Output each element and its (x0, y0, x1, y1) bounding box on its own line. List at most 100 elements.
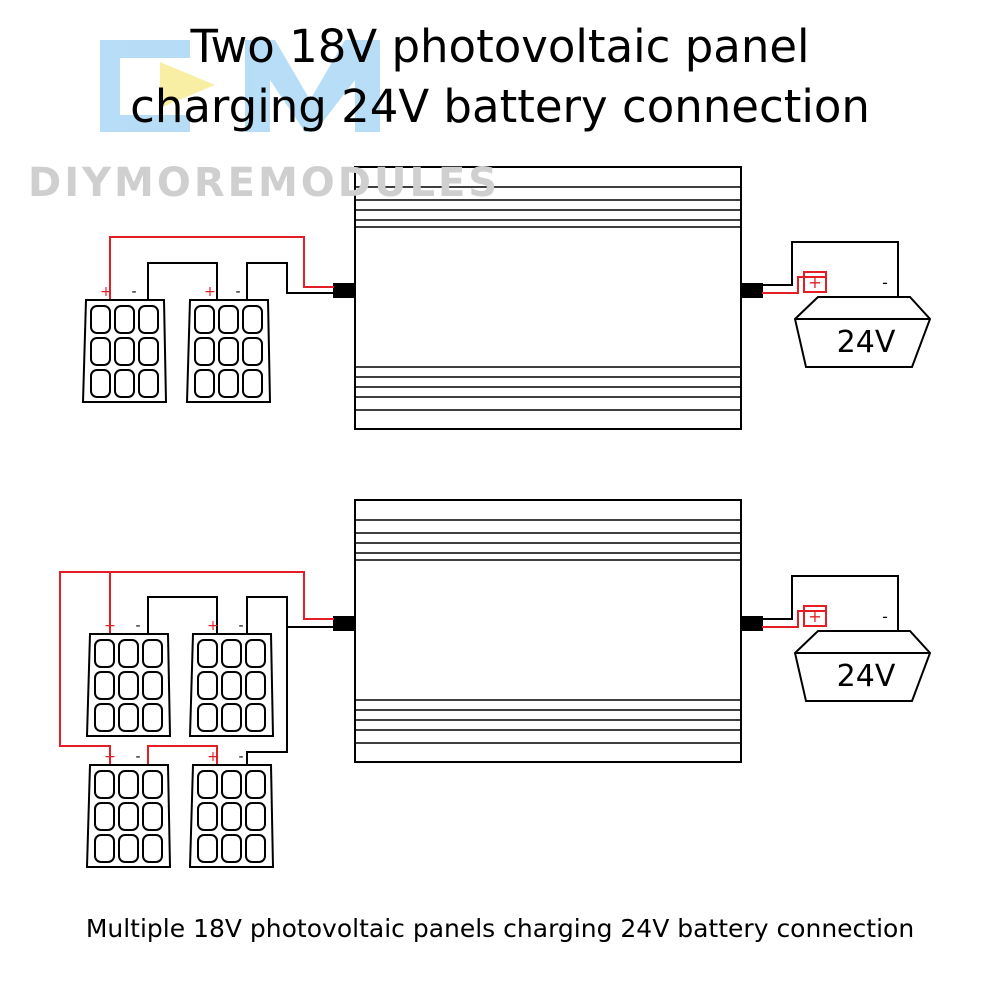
solar-cell (118, 703, 139, 732)
solar-cell (94, 671, 115, 700)
panel-plus-terminal: + (104, 749, 116, 765)
solar-cell (118, 802, 139, 831)
panel-plus-terminal: + (207, 749, 219, 765)
charge-controller (333, 166, 763, 430)
panel-wires (109, 236, 334, 300)
solar-cell (197, 770, 218, 799)
battery-output-connector (742, 616, 763, 631)
battery-output-connector (742, 283, 763, 298)
solar-cell (245, 671, 266, 700)
solar-cell (218, 337, 239, 366)
title-line-1: Two 18V photovoltaic panel (190, 20, 810, 73)
solar-cell (245, 802, 266, 831)
solar-cell (197, 671, 218, 700)
solar-cell (221, 639, 242, 668)
pv-input-connector (333, 283, 354, 298)
solar-cell (218, 305, 239, 334)
panel-minus-terminal: - (235, 284, 240, 300)
watermark-logo (100, 40, 380, 132)
solar-cell (114, 305, 135, 334)
array-positive-wire (109, 236, 334, 300)
solar-cell (245, 834, 266, 863)
solar-cell (197, 703, 218, 732)
panel-plus-terminal: + (204, 284, 216, 300)
solar-cell (218, 369, 239, 398)
battery-minus-label: - (882, 607, 888, 626)
panel-minus-terminal: - (135, 749, 140, 765)
solar-cell (118, 639, 139, 668)
solar-panel: +- (185, 284, 272, 403)
solar-cell (197, 802, 218, 831)
parallel-positive-wire (59, 571, 111, 765)
solar-cell (142, 671, 163, 700)
solar-cell (138, 305, 159, 334)
solar-panel: +- (188, 749, 275, 868)
panel-wires (59, 571, 334, 765)
title-line-2: charging 24V battery connection (130, 80, 870, 133)
parallel-negative-wire (246, 627, 288, 765)
solar-cell (118, 834, 139, 863)
battery-wires (762, 241, 899, 297)
array-negative-wire (246, 596, 334, 634)
battery-plus-label: + (808, 607, 821, 626)
watermark-text: DIYMOREMODULES (28, 160, 501, 206)
diagram-two-panels: 24V+-+-+- (81, 166, 932, 430)
battery-negative-wire (762, 241, 899, 297)
solar-cell (142, 770, 163, 799)
solar-panel: +- (85, 618, 172, 737)
solar-cell (138, 337, 159, 366)
solar-cell (194, 305, 215, 334)
solar-cell (94, 639, 115, 668)
array-negative-wire (246, 262, 334, 300)
solar-cell (90, 305, 111, 334)
solar-cell (94, 834, 115, 863)
solar-cell (221, 802, 242, 831)
battery-voltage-label: 24V (837, 325, 896, 360)
battery-negative-wire (762, 575, 899, 631)
battery-wires (762, 575, 899, 631)
solar-cell (197, 639, 218, 668)
battery-24v: 24V + - (793, 605, 932, 702)
solar-cell (94, 770, 115, 799)
solar-cell (242, 337, 263, 366)
solar-cell (114, 369, 135, 398)
solar-panel: +- (85, 749, 172, 868)
solar-cell (142, 639, 163, 668)
solar-cell (197, 834, 218, 863)
panel-plus-terminal: + (207, 618, 219, 634)
solar-cell (242, 369, 263, 398)
battery-voltage-label: 24V (837, 659, 896, 694)
panel-minus-terminal: - (238, 749, 243, 765)
solar-panel: +- (188, 618, 275, 737)
array-positive-wire (109, 571, 334, 634)
solar-cell (138, 369, 159, 398)
solar-cell (114, 337, 135, 366)
solar-cell (221, 703, 242, 732)
solar-cell (245, 703, 266, 732)
solar-cell (245, 770, 266, 799)
solar-cell (194, 337, 215, 366)
controller-body (354, 166, 742, 430)
solar-cell (118, 770, 139, 799)
panel-minus-terminal: - (238, 618, 243, 634)
solar-cell (90, 337, 111, 366)
caption: Multiple 18V photovoltaic panels chargin… (85, 914, 915, 943)
diagram-multiple-panels: 24V+-+-+-+-+- (59, 499, 932, 868)
battery-positive-wire (762, 276, 827, 294)
solar-cell (94, 703, 115, 732)
solar-cell (221, 671, 242, 700)
solar-cell (142, 703, 163, 732)
solar-cell (245, 639, 266, 668)
controller-body (354, 499, 742, 763)
solar-cell (94, 802, 115, 831)
panel-minus-terminal: - (131, 284, 136, 300)
panel-plus-terminal: + (104, 618, 116, 634)
panel-plus-terminal: + (100, 284, 112, 300)
series-link-wire-lower (147, 745, 218, 765)
solar-cell (221, 770, 242, 799)
series-link-wire (147, 596, 218, 634)
solar-cell (142, 834, 163, 863)
solar-cell (142, 802, 163, 831)
panel-minus-terminal: - (135, 618, 140, 634)
